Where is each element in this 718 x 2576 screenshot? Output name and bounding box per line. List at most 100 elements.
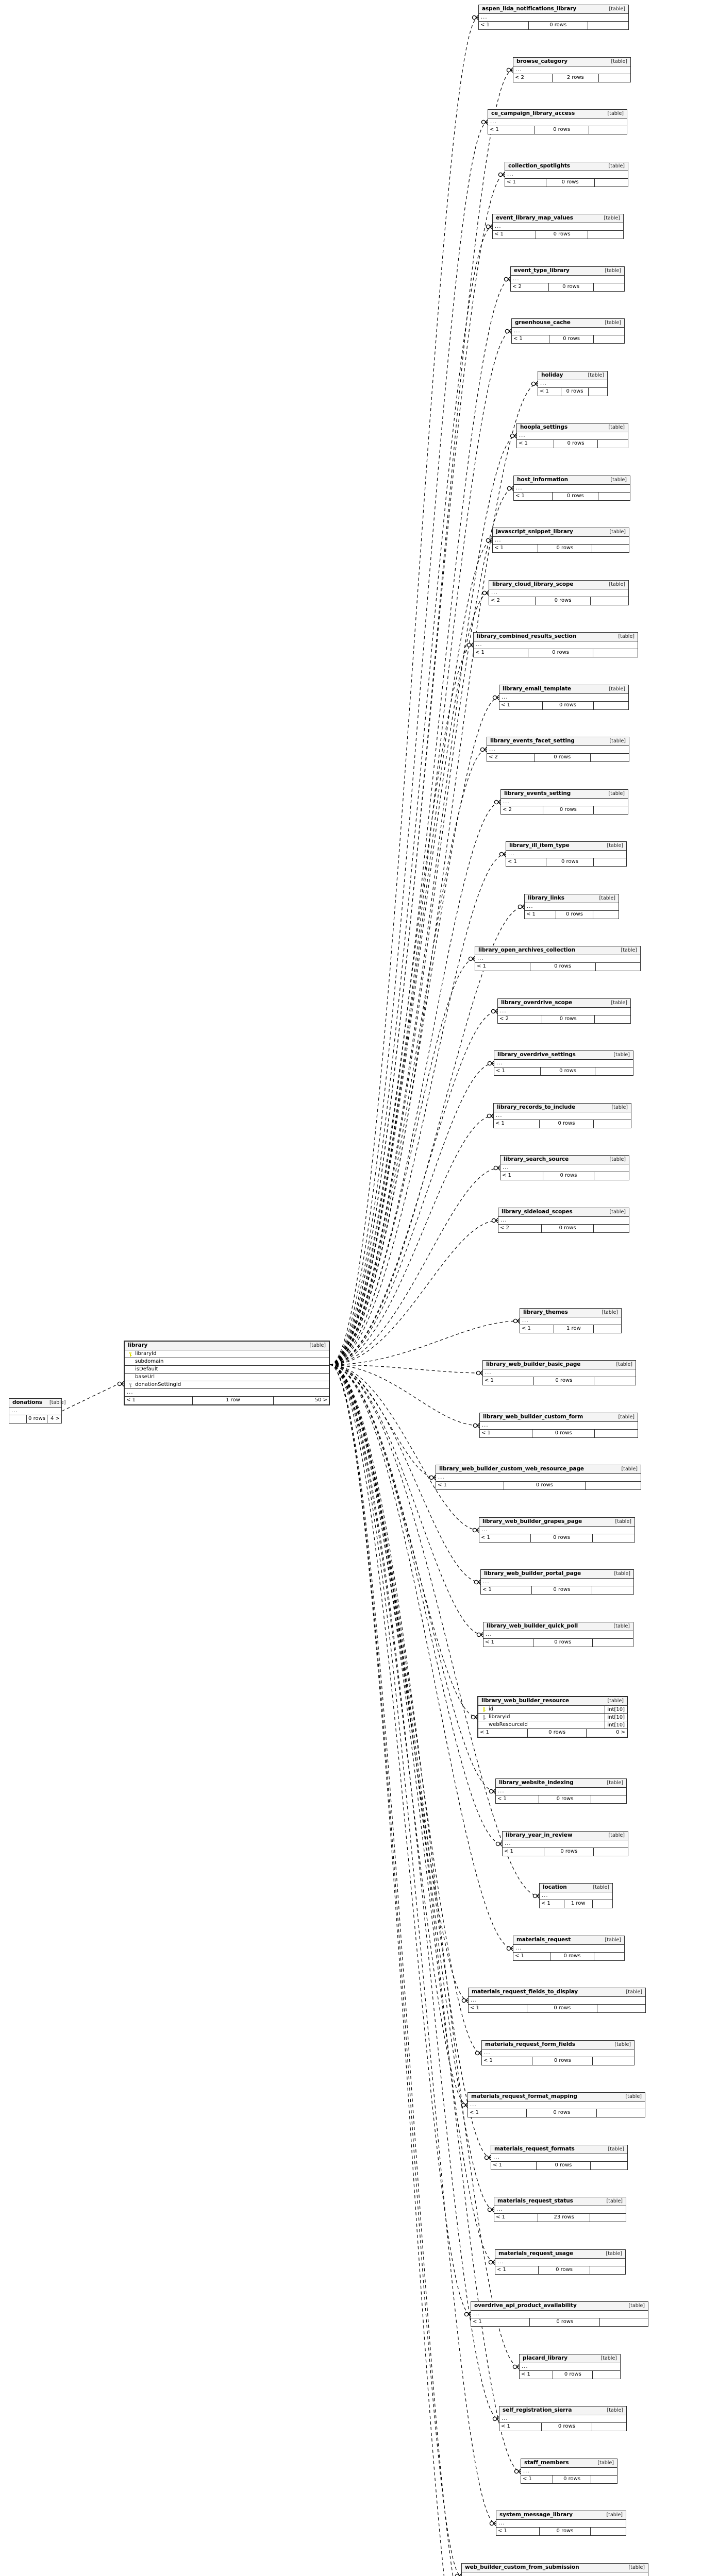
table-node-library-events-facet-setting[interactable]: library_events_facet_setting[table]...< … <box>487 737 629 762</box>
footer-children-count <box>591 597 628 605</box>
table-header: library_web_builder_grapes_page[table] <box>479 1518 634 1527</box>
footer-parents-count: < 1 <box>485 1639 494 1645</box>
table-header: web_builder_custom_from_submission[table… <box>462 2564 648 2572</box>
columns-ellipsis: ... <box>500 1164 629 1172</box>
columns-ellipsis: ... <box>498 1217 629 1225</box>
table-column-row[interactable]: isDefault <box>125 1366 329 1374</box>
table-column-row[interactable]: baseUrl <box>125 1374 329 1381</box>
table-node-donations[interactable]: donations [table] ... 0 rows 4 > <box>9 1398 66 1423</box>
table-node-materials-request-form-fields[interactable]: materials_request_form_fields[table]...<… <box>481 2040 634 2065</box>
table-type-label: [table] <box>609 581 625 587</box>
columns-ellipsis: ... <box>474 641 638 649</box>
columns-ellipsis: ... <box>494 1112 631 1120</box>
table-node-aspen-lida-notifications-library[interactable]: aspen_lida_notifications_library[table].… <box>478 5 629 30</box>
table-node-materials-request-fields-to-display[interactable]: materials_request_fields_to_display[tabl… <box>468 1988 646 2013</box>
table-column-row[interactable]: subdomain <box>125 1358 329 1366</box>
footer-children-count <box>591 2476 617 2483</box>
columns-ellipsis: ... <box>517 432 628 440</box>
columns-ellipsis: ... <box>482 2049 634 2057</box>
footer-row-count: 0 rows <box>533 754 591 761</box>
column-type: int[10] <box>605 1721 627 1729</box>
table-type-label: [table] <box>49 1399 66 1405</box>
table-node-library-web-builder-portal-page[interactable]: library_web_builder_portal_page[table]..… <box>480 1569 634 1595</box>
columns-ellipsis: ... <box>481 1579 633 1586</box>
table-node-materials-request-format-mapping[interactable]: materials_request_format_mapping[table].… <box>467 2092 645 2117</box>
table-name: library_web_builder_resource <box>481 1698 570 1704</box>
table-name: library_links <box>528 895 564 902</box>
footer-parents-count: < 1 <box>480 22 490 28</box>
columns-ellipsis: ... <box>501 799 628 806</box>
table-name: library_overdrive_settings <box>497 1052 576 1058</box>
table-node-library-cloud-library-scope[interactable]: library_cloud_library_scope[table]...< 2… <box>489 580 629 605</box>
table-name: materials_request_fields_to_display <box>472 1989 578 1995</box>
table-node-library-combined-results-section[interactable]: library_combined_results_section[table].… <box>473 632 638 657</box>
footer-children-count <box>591 754 629 761</box>
footer-children-count <box>594 1225 629 1232</box>
table-node-library-web-builder-quick-poll[interactable]: library_web_builder_quick_poll[table]...… <box>483 1622 633 1647</box>
table-node-library-web-builder-grapes-page[interactable]: library_web_builder_grapes_page[table]..… <box>479 1517 635 1543</box>
table-name: host_information <box>517 477 568 483</box>
key-slot <box>127 1382 133 1387</box>
footer-parents-count: < 1 <box>493 2162 502 2168</box>
table-column-row[interactable]: libraryId <box>125 1350 329 1358</box>
footer-parents-count: < 1 <box>496 2214 505 2220</box>
table-node-library-open-archives-collection[interactable]: library_open_archives_collection[table].… <box>475 946 641 971</box>
table-node-web-builder-custom-from-submission[interactable]: web_builder_custom_from_submission[table… <box>461 2563 648 2576</box>
footer-row-count: 23 rows <box>538 2214 591 2222</box>
footer-row-count: 0 rows <box>540 1067 596 1075</box>
table-node-overdrive-api-product-availability[interactable]: overdrive_api_product_availability[table… <box>471 2301 648 2327</box>
table-node-library-web-builder-custom-web-resource-page[interactable]: library_web_builder_custom_web_resource_… <box>436 1465 641 1490</box>
footer-row-count: 0 rows <box>529 2318 600 2326</box>
table-header: system_message_library[table] <box>496 2511 626 2520</box>
table-node-library-web-builder-custom-form[interactable]: library_web_builder_custom_form[table]..… <box>479 1413 638 1438</box>
table-column-row[interactable]: donationSettingId <box>125 1381 329 1389</box>
footer-row-count: 0 rows <box>527 1729 587 1737</box>
columns-ellipsis: ... <box>489 589 628 597</box>
footer-row-count: 0 rows <box>542 702 594 709</box>
table-node-library-web-builder-basic-page[interactable]: library_web_builder_basic_page[table]...… <box>482 1360 636 1385</box>
table-footer: 0 rows 4 > <box>9 1415 61 1423</box>
table-name: library_open_archives_collection <box>478 947 575 954</box>
